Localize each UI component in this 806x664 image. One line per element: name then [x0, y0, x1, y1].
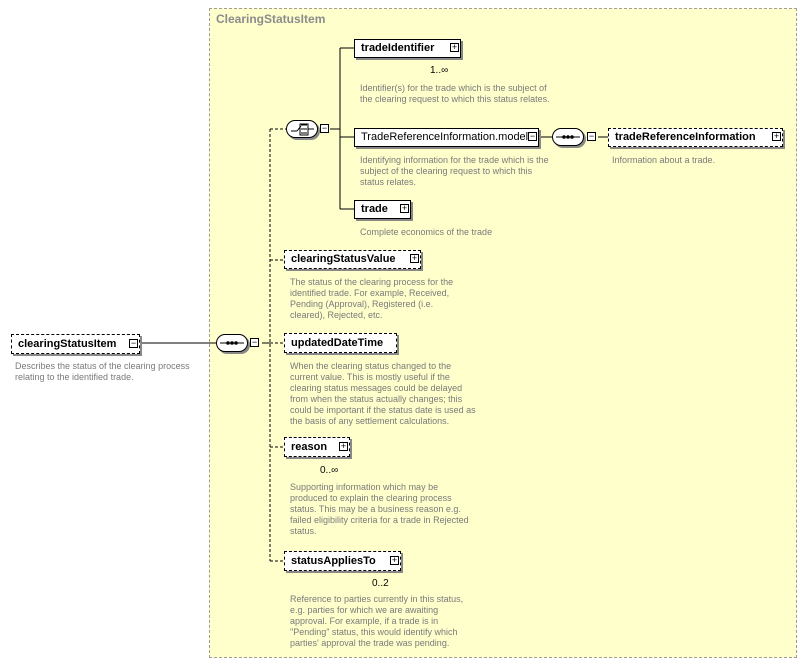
element-label: updatedDateTime — [291, 337, 384, 349]
element-trade[interactable]: trade + — [354, 200, 411, 219]
description-tradeReferenceInformation: Information about a trade. — [612, 155, 716, 165]
element-reason[interactable]: reason + — [284, 437, 350, 457]
model-label: TradeReferenceInformation.model — [361, 131, 529, 143]
root-element-label: clearingStatusItem — [18, 338, 117, 350]
expand-icon[interactable]: + — [772, 131, 781, 141]
panel-title: ClearingStatusItem — [216, 12, 326, 26]
collapse-icon[interactable]: − — [528, 131, 537, 141]
expand-icon[interactable]: + — [390, 555, 399, 565]
element-label: clearingStatusValue — [291, 253, 396, 265]
expand-icon[interactable]: + — [400, 203, 409, 213]
expand-icon[interactable]: + — [450, 42, 459, 52]
model-sequence-compositor-icon[interactable] — [552, 128, 584, 146]
element-label: statusAppliesTo — [291, 555, 376, 567]
occurs-tradeIdentifier: 1..∞ — [430, 65, 449, 76]
description-trade: Complete economics of the trade — [360, 227, 493, 237]
model-group-TradeReferenceInformation[interactable]: TradeReferenceInformation.model − — [354, 128, 539, 147]
sequence-dots-icon — [556, 135, 580, 139]
description-TradeReferenceInformation: Identifying information for the trade wh… — [360, 155, 549, 187]
element-label: tradeReferenceInformation — [615, 131, 756, 143]
root-description: Describes the status of the clearing pro… — [15, 361, 190, 382]
model-sequence-collapse-icon[interactable]: − — [587, 131, 596, 141]
element-label: reason — [291, 441, 328, 453]
element-clearingStatusValue[interactable]: clearingStatusValue + — [284, 250, 421, 269]
occurs-statusAppliesTo: 0..2 — [372, 578, 389, 589]
sequence-compositor-icon[interactable] — [216, 334, 248, 352]
description-reason: Supporting information which may be prod… — [290, 482, 469, 536]
sequence-dots-icon — [220, 341, 244, 345]
element-updatedDateTime[interactable]: updatedDateTime — [284, 333, 397, 353]
element-tradeIdentifier[interactable]: tradeIdentifier + — [354, 39, 461, 58]
description-statusAppliesTo: Reference to parties currently in this s… — [290, 594, 464, 648]
expand-icon[interactable]: + — [410, 253, 419, 263]
description-updatedDateTime: When the clearing status changed to the … — [290, 361, 476, 426]
choice-compositor-icon[interactable] — [286, 120, 318, 138]
choice-collapse-icon[interactable]: − — [320, 123, 329, 133]
element-statusAppliesTo[interactable]: statusAppliesTo + — [284, 551, 401, 571]
collapse-icon[interactable]: − — [129, 338, 138, 348]
description-tradeIdentifier: Identifier(s) for the trade which is the… — [360, 83, 550, 104]
root-element-clearingStatusItem[interactable]: clearingStatusItem − — [11, 334, 140, 354]
choice-switch-icon — [291, 123, 314, 136]
occurs-reason: 0..∞ — [320, 465, 339, 476]
element-label: tradeIdentifier — [361, 42, 435, 54]
element-tradeReferenceInformation[interactable]: tradeReferenceInformation + — [608, 128, 783, 147]
element-label: trade — [361, 203, 388, 215]
description-clearingStatusValue: The status of the clearing process for t… — [290, 277, 454, 320]
sequence-collapse-icon[interactable]: − — [250, 337, 259, 347]
expand-icon[interactable]: + — [339, 441, 348, 451]
